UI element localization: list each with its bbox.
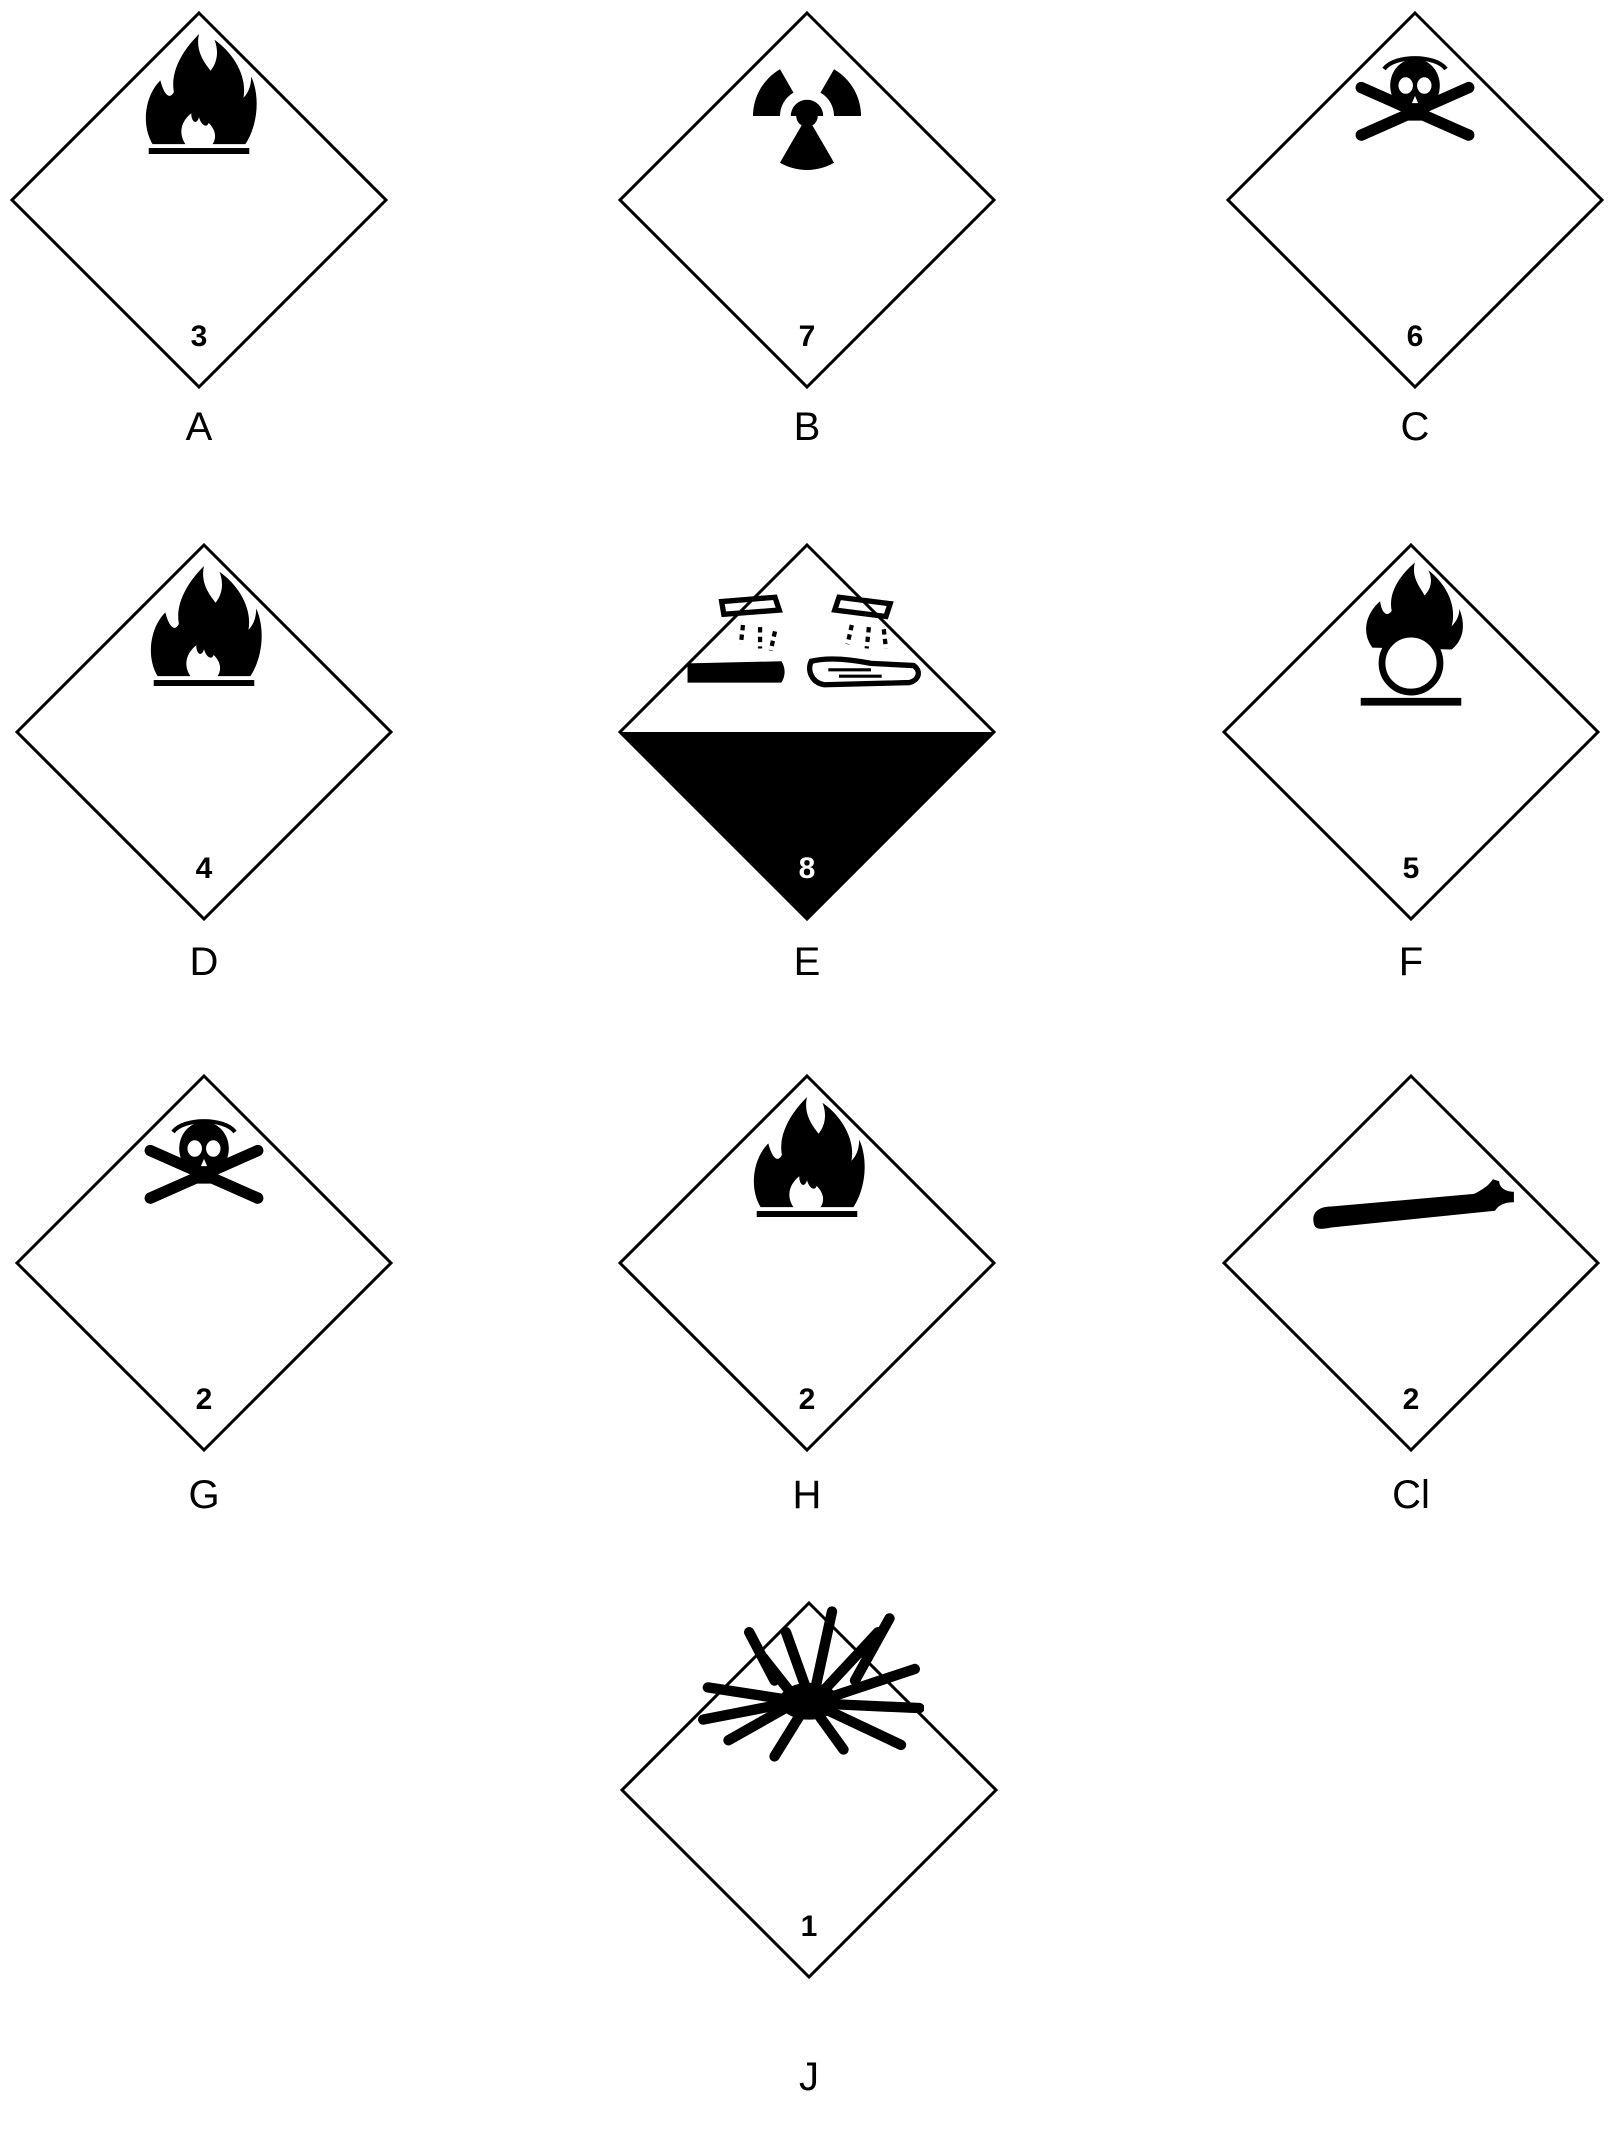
placard-class-number: 3 xyxy=(191,320,208,353)
placard-letter-label: H xyxy=(793,1473,822,1517)
placard-diamond xyxy=(1225,10,1605,390)
placard-diamond xyxy=(617,1073,997,1453)
placard-letter-label: C xyxy=(1401,405,1430,449)
placard-class-number: 8 xyxy=(799,852,816,885)
placard-class-number: 1 xyxy=(801,1910,818,1943)
placard-class-number: 2 xyxy=(799,1383,816,1416)
placard-c: 6C xyxy=(1225,10,1605,449)
placard-g: 2G xyxy=(14,1073,394,1517)
placard-e: 8E xyxy=(617,542,997,984)
placard-diamond xyxy=(1221,1073,1601,1453)
placard-a: 3A xyxy=(9,10,389,449)
placard-diamond xyxy=(14,1073,394,1453)
placard-letter-label: Cl xyxy=(1392,1473,1430,1517)
placard-b: 7B xyxy=(617,10,997,449)
placard-letter-label: E xyxy=(794,940,821,984)
placard-cl: 2Cl xyxy=(1221,1073,1601,1517)
placard-class-number: 2 xyxy=(1403,1383,1420,1416)
placard-diamond xyxy=(617,10,997,390)
placard-letter-label: F xyxy=(1399,940,1423,984)
placard-letter-label: J xyxy=(799,2055,819,2099)
placard-h: 2H xyxy=(617,1073,997,1517)
placard-letter-label: D xyxy=(190,940,219,984)
placard-class-number: 7 xyxy=(799,320,816,353)
placard-f: 5F xyxy=(1221,542,1601,984)
placard-class-number: 4 xyxy=(196,852,213,885)
placard-diamond xyxy=(1221,542,1601,922)
placard-letter-label: B xyxy=(794,405,821,449)
placard-d: 4D xyxy=(14,542,394,984)
placard-diamond xyxy=(9,10,389,390)
placard-lower-half xyxy=(620,732,994,919)
placard-diamond xyxy=(619,1600,999,1980)
placard-letter-label: A xyxy=(186,405,213,449)
placard-class-number: 6 xyxy=(1407,320,1424,353)
placard-class-number: 5 xyxy=(1403,852,1420,885)
placard-j: 1J xyxy=(619,1600,999,2099)
placard-class-number: 2 xyxy=(196,1383,213,1416)
placard-diamond xyxy=(14,542,394,922)
placard-letter-label: G xyxy=(188,1473,219,1517)
